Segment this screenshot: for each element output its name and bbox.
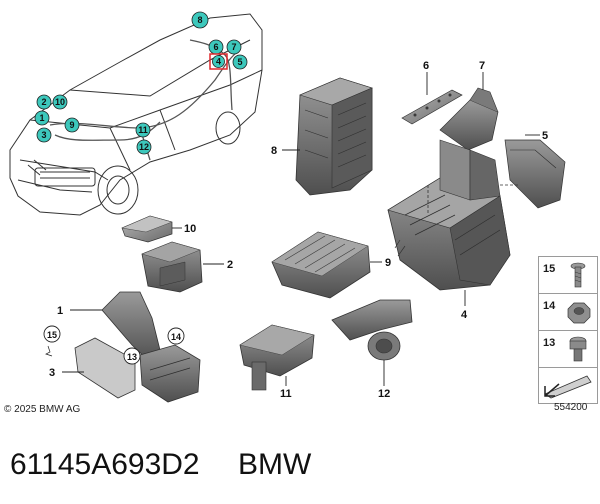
circled-label-14: 14 [167,327,185,345]
hex-nut-icon [567,302,591,324]
label-11: 11 [280,388,292,400]
svg-text:5: 5 [237,57,242,67]
label-7: 7 [479,60,485,72]
svg-text:12: 12 [139,142,149,152]
label-5: 5 [542,130,548,142]
part-11-module[interactable] [239,324,315,391]
part-9-fuse-block[interactable] [271,231,371,299]
legend-arrow-cell [539,368,597,404]
fastener-legend: 15 14 13 [538,256,598,404]
callout-2[interactable]: 2 [36,94,52,110]
parts-diagram: 8 6 7 4 5 2 10 1 9 3 11 12 8 6 [9,11,566,403]
callout-5[interactable]: 5 [232,54,248,70]
svg-text:8: 8 [197,15,202,25]
legend-row-13[interactable]: 13 [539,331,597,368]
label-1: 1 [57,305,63,317]
svg-text:13: 13 [127,352,137,362]
legend-row-14[interactable]: 14 [539,294,597,331]
svg-text:9: 9 [69,120,74,130]
callout-10[interactable]: 10 [52,94,68,110]
svg-text:7: 7 [231,42,236,52]
part-6-connector-strip[interactable] [401,89,463,125]
circled-label-13: 13 [123,347,141,365]
car-callouts: 8 6 7 4 5 2 10 1 9 3 11 12 [34,11,248,155]
reference-number: 554200 [554,402,588,413]
part-12-terminal[interactable] [331,299,413,361]
callout-7[interactable]: 7 [226,39,242,55]
brand-name: BMW [237,448,312,481]
footer-caption: 61145A693D2 BMW [10,440,590,490]
callout-4-highlighted[interactable]: 4 [209,53,228,70]
svg-text:14: 14 [171,332,181,342]
svg-text:4: 4 [216,57,221,67]
legend-number: 15 [543,263,556,275]
part-4-junction-box[interactable] [387,139,511,291]
callout-1[interactable]: 1 [34,110,50,126]
callout-11[interactable]: 11 [135,122,151,138]
label-12: 12 [378,388,390,400]
label-8: 8 [271,145,277,157]
callout-6[interactable]: 6 [208,39,224,55]
part-7-cover[interactable] [439,87,499,151]
label-4: 4 [461,309,468,321]
svg-text:10: 10 [55,97,65,107]
direction-arrow-icon [544,375,592,399]
label-6: 6 [423,60,429,72]
svg-text:15: 15 [47,330,57,340]
svg-text:2: 2 [41,97,46,107]
label-10: 10 [184,223,196,235]
part-2-relay-housing[interactable] [141,241,203,293]
callout-8[interactable]: 8 [191,11,209,29]
svg-text:1: 1 [39,113,44,123]
copyright-text: © 2025 BMW AG [4,404,81,415]
svg-text:3: 3 [41,130,46,140]
circled-label-15: 15 [43,325,61,357]
part-8-control-module[interactable] [295,77,373,196]
callout-3[interactable]: 3 [36,127,52,143]
bolt-icon [570,262,586,288]
label-3: 3 [49,367,55,379]
label-2: 2 [227,259,233,271]
part-10-small-module[interactable] [121,215,173,243]
callout-9[interactable]: 9 [64,117,80,133]
legend-row-15[interactable]: 15 [539,257,597,294]
legend-number: 14 [543,300,556,312]
car-outline [9,13,263,216]
legend-number: 13 [543,337,556,349]
svg-text:6: 6 [213,42,218,52]
label-9: 9 [385,257,391,269]
svg-text:11: 11 [138,125,148,135]
part-number: 61145A693D2 [10,448,200,481]
hex-socket-bolt-icon [569,336,587,362]
part-1-bracket[interactable] [101,291,161,363]
part-3-mounting-plate[interactable] [74,337,201,403]
part-5-bracket[interactable] [504,139,566,209]
callout-12[interactable]: 12 [136,139,152,155]
